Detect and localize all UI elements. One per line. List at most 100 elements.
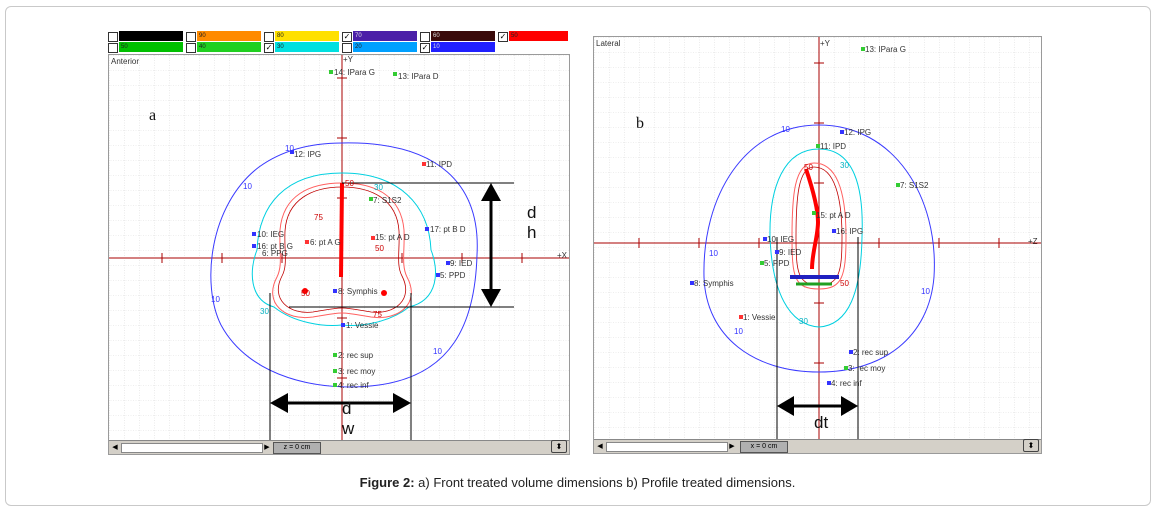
axis-ticks xyxy=(161,77,523,379)
legend-item[interactable]: ✓ 10 xyxy=(420,42,496,53)
legend-item[interactable]: 90 xyxy=(186,31,262,42)
isodose-label: 50 xyxy=(804,163,813,172)
legend-checkbox[interactable] xyxy=(342,43,352,53)
legend-item[interactable]: 50 xyxy=(108,42,184,53)
horizontal-scrollbar[interactable]: ◀ ▶ x = 0 cm xyxy=(594,439,1041,453)
scroll-right-icon[interactable]: ▶ xyxy=(264,444,270,451)
horizontal-scrollbar[interactable]: ◀ ▶ z = 0 cm xyxy=(109,440,569,454)
legend-checkbox[interactable] xyxy=(186,43,196,53)
dimension-width-label: d w xyxy=(342,399,355,438)
scroll-track[interactable] xyxy=(606,442,728,452)
legend-checkbox[interactable] xyxy=(264,32,274,42)
anterior-plot xyxy=(109,55,569,441)
legend-checkbox[interactable] xyxy=(420,32,430,42)
point-label: 1: Vessie xyxy=(346,321,379,330)
legend-item[interactable]: 60 xyxy=(420,31,496,42)
arrow-head-left xyxy=(777,396,794,416)
legend-checkbox[interactable]: ✓ xyxy=(420,43,430,53)
point-label: 8: Symphis xyxy=(694,279,734,288)
legend-checkbox[interactable] xyxy=(108,32,118,42)
legend-swatch: 70 xyxy=(353,31,417,41)
isodose-label: 30 xyxy=(260,307,269,316)
legend-item[interactable]: ✓ 70 xyxy=(342,31,418,42)
point-label: 14: IPara G xyxy=(334,68,375,77)
point-label: 12: IPG xyxy=(294,150,322,159)
isodose-label: 10 xyxy=(709,249,718,258)
point-label: 9: IED xyxy=(450,259,473,268)
point-label: 11: IPD xyxy=(820,142,847,151)
scroll-left-icon[interactable]: ◀ xyxy=(597,443,603,450)
legend-swatch: 60 xyxy=(431,31,495,41)
view-label: Anterior xyxy=(111,57,140,66)
legend-checkbox[interactable]: ✓ xyxy=(342,32,352,42)
navigate-updown-icon[interactable]: ⬍ xyxy=(551,440,567,453)
isodose-legend: 90 80 ✓ 70 60 ✓ 50 50 40 ✓ 30 20 ✓ 10 xyxy=(108,31,568,53)
dimension-height-label: d h xyxy=(527,203,537,242)
isodose-75 xyxy=(277,186,407,313)
lateral-plot xyxy=(594,37,1041,440)
point-markers xyxy=(690,47,900,385)
legend-swatch: 30 xyxy=(275,42,339,52)
legend-checkbox[interactable]: ✓ xyxy=(498,32,508,42)
legend-item[interactable]: 80 xyxy=(264,31,340,42)
scroll-right-icon[interactable]: ▶ xyxy=(729,443,735,450)
y-axis-label: +Y xyxy=(343,55,354,64)
point-label: 13: IPara G xyxy=(865,45,906,54)
legend-swatch: 40 xyxy=(197,42,261,52)
point-label: 2: rec sup xyxy=(853,348,889,357)
legend-item[interactable]: 40 xyxy=(186,42,262,53)
point-label: 4: rec inf xyxy=(338,381,369,390)
point-label: 10: IEG xyxy=(257,230,285,239)
point-label: 1: Vessie xyxy=(743,313,776,322)
isodose-label: 50 xyxy=(375,244,384,253)
point-label: 7: S1S2 xyxy=(373,196,402,205)
legend-checkbox[interactable] xyxy=(186,32,196,42)
point-label: 10: IEG xyxy=(767,235,795,244)
legend-checkbox[interactable] xyxy=(108,43,118,53)
legend-item[interactable]: ✓ 50 xyxy=(498,31,568,42)
isodose-label: 75 xyxy=(373,310,382,319)
legend-checkbox[interactable]: ✓ xyxy=(264,43,274,53)
legend-swatch: 90 xyxy=(197,31,261,41)
x-axis-label: +Z xyxy=(1028,237,1038,246)
isodose-label: 50 xyxy=(301,289,310,298)
point-label: 15: pt A D xyxy=(816,211,851,220)
panel-letter: b xyxy=(636,115,644,132)
isodose-label: 30 xyxy=(374,183,383,192)
scroll-left-icon[interactable]: ◀ xyxy=(112,444,118,451)
caption-text: a) Front treated volume dimensions b) Pr… xyxy=(414,475,796,490)
lateral-view-panel: Lateral b +Y +Z dt 13: IPara G 12: IPG 1… xyxy=(593,36,1042,454)
zoom-position-readout: z = 0 cm xyxy=(273,442,321,454)
point-label: 4: rec inf xyxy=(831,379,862,388)
point-label: 6: pt A G xyxy=(310,238,341,247)
isodose-label: 10 xyxy=(921,287,930,296)
navigate-updown-icon[interactable]: ⬍ xyxy=(1023,439,1039,452)
scroll-track[interactable] xyxy=(121,443,263,453)
legend-item[interactable] xyxy=(108,31,184,42)
isodose-50 xyxy=(791,162,847,290)
isodose-label: 10 xyxy=(243,182,252,191)
legend-item[interactable]: ✓ 30 xyxy=(264,42,340,53)
isodose-label: 10 xyxy=(734,327,743,336)
arrow-head-right xyxy=(841,396,858,416)
point-label: 8: Symphis xyxy=(338,287,378,296)
axis-ticks xyxy=(638,62,1000,364)
point-label: 12: IPG xyxy=(844,128,872,137)
view-label: Lateral xyxy=(596,39,621,48)
isodose-label: 50 xyxy=(840,279,849,288)
ovoid-right xyxy=(381,290,387,296)
applicator-tube xyxy=(804,168,821,270)
point-label: 13: IPara D xyxy=(398,72,439,81)
isodose-label: 75 xyxy=(314,213,323,222)
isodose-label: 10 xyxy=(285,144,294,153)
point-label: 7: S1S2 xyxy=(900,181,929,190)
isodose-label: 10 xyxy=(433,347,442,356)
point-label: 5: PPD xyxy=(764,259,790,268)
ovoid-left xyxy=(302,288,308,294)
isodose-50 xyxy=(272,182,412,319)
legend-item[interactable]: 20 xyxy=(342,42,418,53)
y-axis-label: +Y xyxy=(820,39,831,48)
isodose-10 xyxy=(210,142,478,388)
arrow-head-up xyxy=(481,183,501,201)
legend-swatch xyxy=(119,31,183,41)
